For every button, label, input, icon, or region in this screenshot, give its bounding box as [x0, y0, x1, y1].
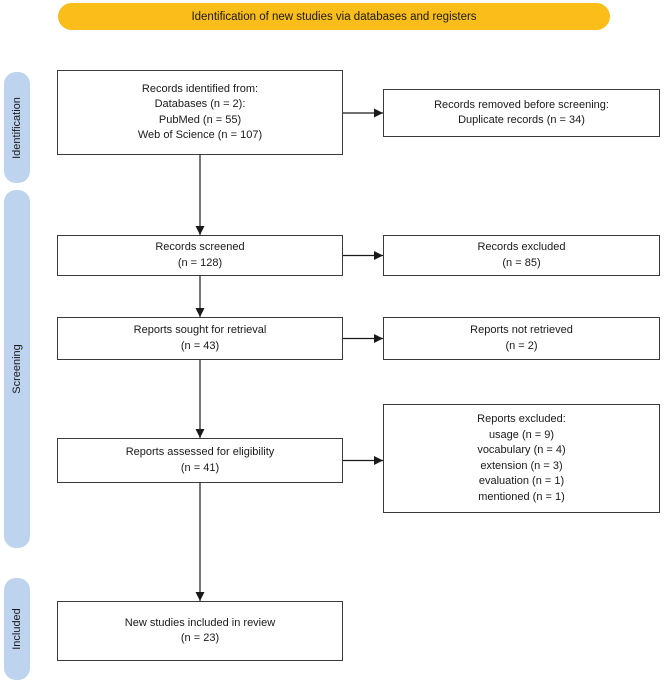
box-records-identified: Records identified from: Databases (n = … [57, 70, 343, 155]
box-text-line: (n = 2) [505, 339, 538, 352]
box-records-removed: Records removed before screening: Duplic… [383, 89, 660, 137]
box-reports-excluded-reasons: Reports excluded: usage (n = 9) vocabula… [383, 404, 660, 513]
box-text-line: Records removed before screening: [434, 98, 609, 111]
box-records-screened: Records screened (n = 128) [57, 235, 343, 276]
box-text-line: PubMed (n = 55) [158, 113, 242, 126]
box-text-line: evaluation (n = 1) [478, 475, 565, 487]
stage-screening-label: Screening [11, 344, 24, 394]
box-text-line: Reports assessed for eligibility [125, 446, 275, 458]
box-text-line: New studies included in review [124, 616, 276, 629]
box-reports-not-retrieved: Reports not retrieved (n = 2) [383, 317, 660, 360]
stage-screening: Screening [4, 190, 30, 548]
box-text-line: Reports sought for retrieval [133, 324, 267, 336]
box-new-studies-included: New studies included in review (n = 23) [57, 601, 343, 661]
box-reports-sought: Reports sought for retrieval (n = 43) [57, 317, 343, 360]
box-text-line: vocabulary (n = 4) [477, 444, 566, 456]
box-text-line: (n = 41) [180, 461, 220, 474]
box-text-line: Duplicate records (n = 34) [458, 114, 585, 126]
box-text-line: Records excluded [477, 241, 566, 253]
box-text-line: Records screened [155, 241, 245, 253]
box-text-line: (n = 128) [177, 256, 223, 269]
box-records-excluded: Records excluded (n = 85) [383, 235, 660, 276]
box-text-line: Records identified from: [141, 82, 259, 95]
box-text-line: (n = 85) [502, 256, 541, 269]
box-text-line: Reports excluded: [477, 413, 566, 425]
box-text-line: Web of Science (n = 107) [137, 129, 263, 141]
box-text-line: (n = 23) [180, 632, 220, 644]
box-text-line: usage (n = 9) [488, 428, 555, 441]
box-text-line: extension (n = 3) [480, 459, 563, 472]
stage-identification: Identification [4, 72, 30, 183]
box-text-line: (n = 43) [180, 339, 220, 352]
stage-identification-label: Identification [11, 96, 24, 159]
stage-included-label: Included [11, 608, 23, 650]
banner-title: Identification of new studies via databa… [58, 3, 610, 30]
stage-included: Included [4, 578, 30, 680]
box-text-line: Reports not retrieved [470, 324, 573, 336]
box-reports-assessed: Reports assessed for eligibility (n = 41… [57, 438, 343, 483]
box-text-line: Databases (n = 2): [154, 98, 246, 110]
box-text-line: mentioned (n = 1) [478, 490, 565, 503]
